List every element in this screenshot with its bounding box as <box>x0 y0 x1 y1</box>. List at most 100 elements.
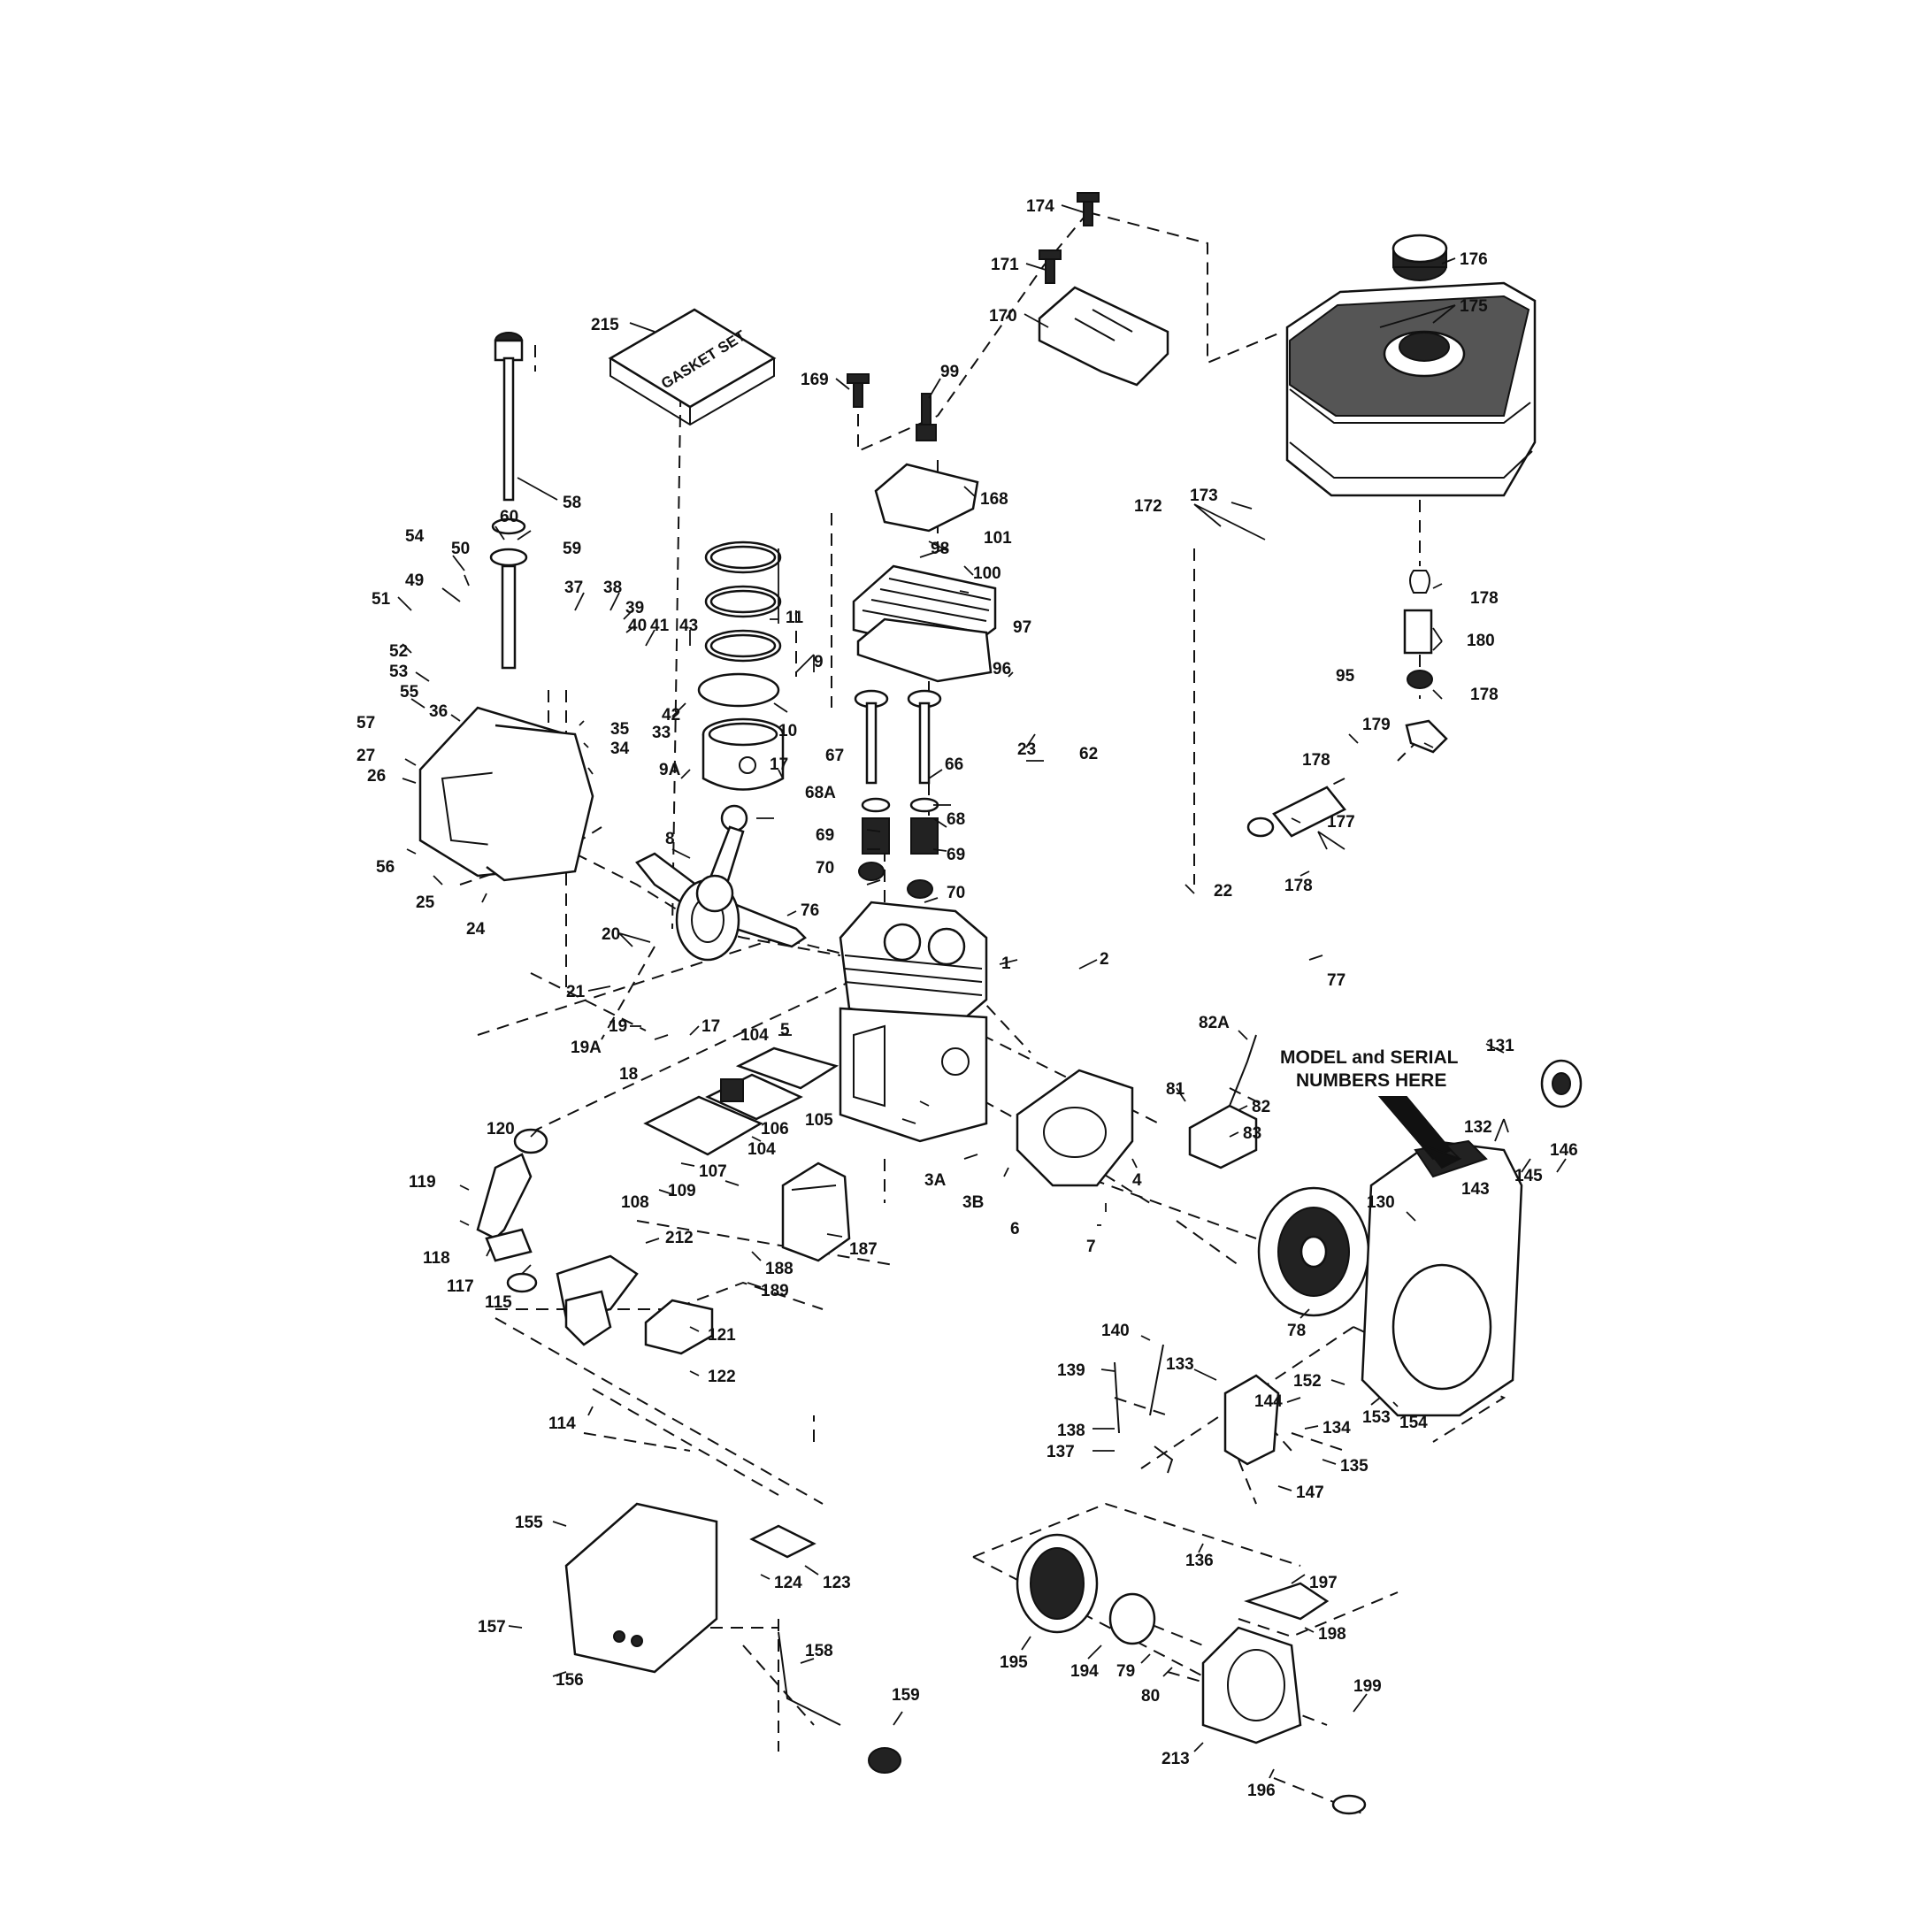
label-154: 154 <box>1399 1414 1428 1432</box>
label-34: 34 <box>610 740 630 758</box>
label-145: 145 <box>1514 1167 1543 1185</box>
label-199: 199 <box>1353 1677 1382 1696</box>
label-76: 76 <box>801 901 819 920</box>
label-62: 62 <box>1079 745 1098 763</box>
label-19: 19 <box>609 1017 627 1036</box>
label-143: 143 <box>1461 1180 1490 1199</box>
label-146: 146 <box>1550 1141 1578 1160</box>
leader-lines <box>397 204 1567 1779</box>
label-137: 137 <box>1046 1443 1075 1461</box>
label-109: 109 <box>668 1182 696 1200</box>
label-101: 101 <box>984 529 1012 548</box>
valves <box>854 689 942 899</box>
starter-assembly <box>1016 1533 1367 1815</box>
label-35: 35 <box>610 720 630 739</box>
label-194: 194 <box>1070 1662 1099 1681</box>
label-178-left: 178 <box>1302 751 1330 770</box>
label-21: 21 <box>566 983 586 1001</box>
label-136: 136 <box>1185 1552 1214 1570</box>
label-131: 131 <box>1486 1037 1514 1055</box>
label-1: 1 <box>1001 954 1011 973</box>
label-178-middle: 178 <box>1470 686 1499 704</box>
label-3A: 3A <box>924 1171 947 1190</box>
label-147: 147 <box>1296 1484 1324 1502</box>
label-212: 212 <box>665 1229 694 1247</box>
cylinder-head-cover <box>874 463 979 533</box>
label-26: 26 <box>367 767 386 786</box>
label-59: 59 <box>563 540 581 558</box>
label-187: 187 <box>849 1240 878 1259</box>
label-20: 20 <box>602 925 620 944</box>
label-134: 134 <box>1322 1419 1351 1438</box>
label-43: 43 <box>679 617 698 635</box>
label-10: 10 <box>778 722 797 740</box>
label-6: 6 <box>1010 1220 1020 1238</box>
label-70-right: 70 <box>947 884 965 902</box>
label-169: 169 <box>801 371 829 389</box>
label-57: 57 <box>356 714 375 732</box>
label-55: 55 <box>400 683 419 702</box>
label-40: 40 <box>628 617 647 635</box>
label-17-bottom: 17 <box>702 1017 720 1036</box>
label-105: 105 <box>805 1111 833 1130</box>
label-53: 53 <box>389 663 408 681</box>
ignition-coil <box>1188 1034 1258 1169</box>
air-cleaner-bracket <box>644 1299 714 1355</box>
label-132: 132 <box>1464 1118 1492 1137</box>
label-121: 121 <box>708 1326 736 1345</box>
label-117: 117 <box>447 1277 474 1296</box>
label-3B: 3B <box>962 1193 984 1212</box>
label-98: 98 <box>931 540 949 558</box>
label-100: 100 <box>973 564 1001 583</box>
label-4: 4 <box>1132 1171 1142 1190</box>
intake-elbow <box>476 1128 548 1262</box>
flywheel <box>1257 1186 1370 1317</box>
label-177: 177 <box>1327 813 1355 832</box>
model-serial-note: MODEL and SERIAL NUMBERS HERE <box>1280 1047 1459 1091</box>
label-115: 115 <box>485 1293 512 1312</box>
blower-housing <box>1361 1139 1523 1417</box>
label-158: 158 <box>805 1642 833 1660</box>
label-68A: 68A <box>805 784 836 802</box>
label-172: 172 <box>1134 497 1162 516</box>
label-41: 41 <box>650 617 670 635</box>
piston-rings <box>697 540 782 708</box>
label-51: 51 <box>372 590 391 609</box>
label-104-top: 104 <box>740 1026 769 1045</box>
fuel-tank <box>1285 281 1537 497</box>
label-33: 33 <box>652 724 671 742</box>
label-49: 49 <box>405 571 424 590</box>
label-11: 11 <box>786 609 804 627</box>
control-panel <box>564 1502 816 1674</box>
label-23: 23 <box>1017 740 1036 759</box>
label-195: 195 <box>1000 1653 1028 1672</box>
label-123: 123 <box>823 1574 851 1592</box>
label-36: 36 <box>429 702 448 721</box>
crankcase-cover <box>418 706 594 882</box>
label-38: 38 <box>603 579 622 597</box>
label-178-top: 178 <box>1470 589 1499 608</box>
label-138: 138 <box>1057 1422 1085 1440</box>
label-176: 176 <box>1460 250 1488 269</box>
dipstick-and-tube <box>489 332 528 670</box>
model-serial-line-2: NUMBERS HERE <box>1296 1070 1446 1091</box>
label-198: 198 <box>1318 1625 1346 1644</box>
label-196: 196 <box>1247 1782 1276 1800</box>
carburetor <box>506 1254 639 1346</box>
label-69-left: 69 <box>816 826 834 845</box>
label-144: 144 <box>1254 1392 1283 1411</box>
label-179: 179 <box>1362 716 1391 734</box>
label-80: 80 <box>1141 1687 1160 1706</box>
label-67: 67 <box>825 747 844 765</box>
label-122: 122 <box>708 1368 736 1386</box>
label-215: 215 <box>591 316 619 334</box>
label-50: 50 <box>451 540 470 558</box>
label-8: 8 <box>665 830 675 848</box>
label-82: 82 <box>1252 1098 1270 1116</box>
label-54: 54 <box>405 527 425 546</box>
label-130: 130 <box>1367 1193 1395 1212</box>
label-157: 157 <box>478 1618 506 1637</box>
label-39: 39 <box>625 599 644 617</box>
label-168: 168 <box>980 490 1008 509</box>
